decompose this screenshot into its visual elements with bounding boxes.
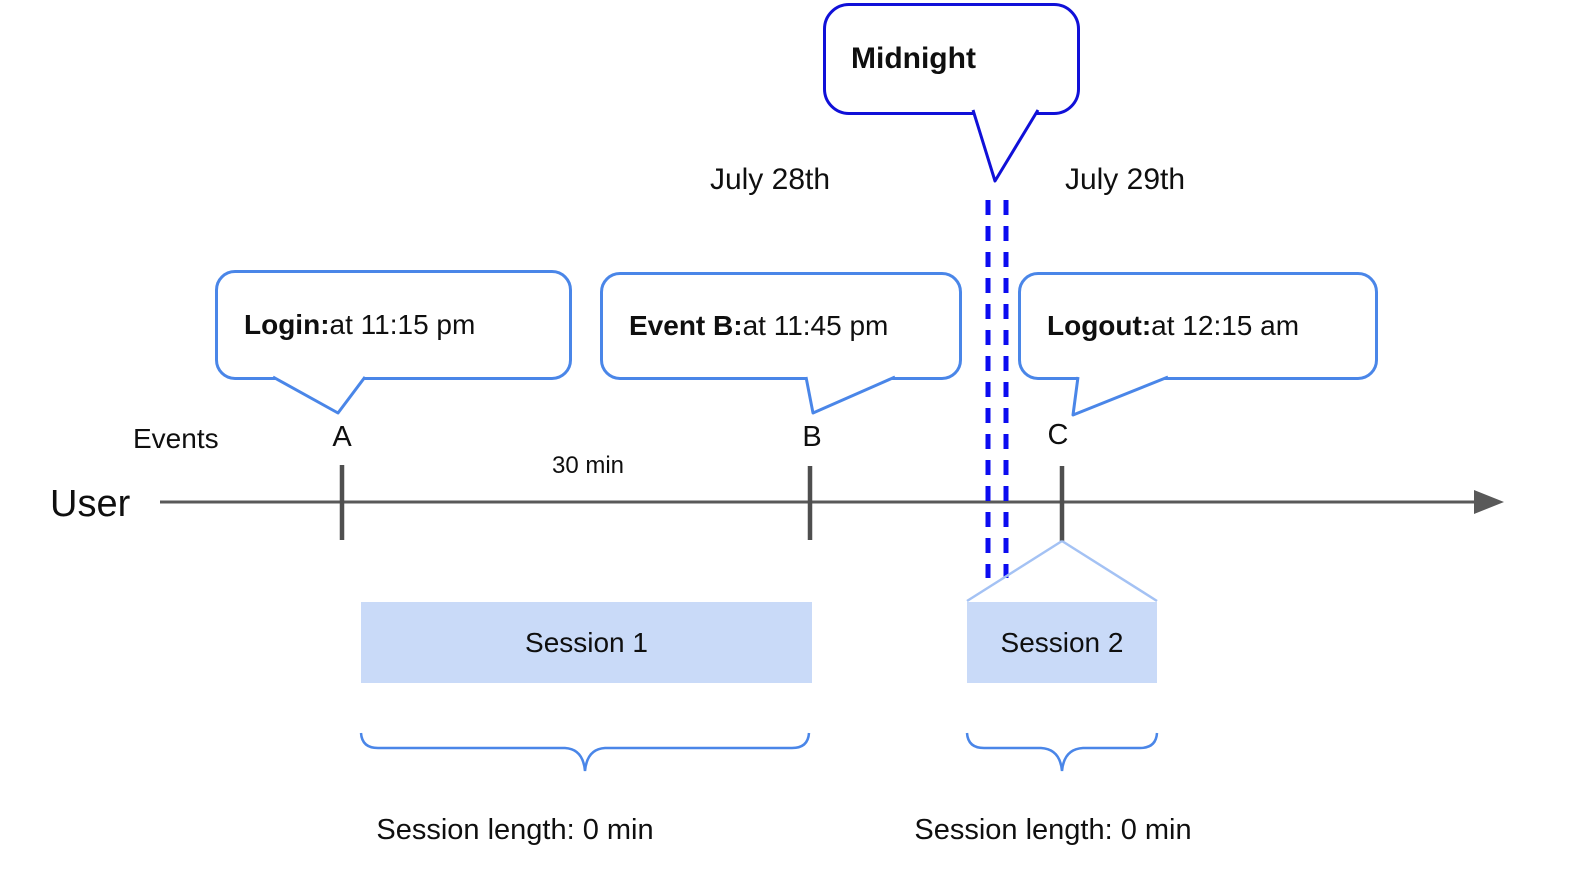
session-2-length-label: Session length: 0 min xyxy=(914,814,1192,846)
session-1-bar: Session 1 xyxy=(361,602,812,683)
callout-logout-tail xyxy=(1071,375,1169,417)
callout-logout: Logout: at 12:15 am xyxy=(1018,272,1378,380)
midnight-callout-tail xyxy=(971,109,1040,183)
callout-event-b-title: Event B: xyxy=(629,310,743,341)
events-axis-label: Events xyxy=(133,423,219,454)
callout-logout-time: at 12:15 am xyxy=(1151,310,1300,341)
session-2-roof-line-left xyxy=(966,539,1063,603)
date-label-july-29: July 29th xyxy=(1064,163,1186,196)
session-2-roof-line-right xyxy=(1061,539,1158,603)
session-2-bar: Session 2 xyxy=(967,602,1157,683)
callout-event-b: Event B: at 11:45 pm xyxy=(600,272,962,380)
callout-event-b-time: at 11:45 pm xyxy=(742,310,889,341)
date-label-july-28: July 28th xyxy=(709,163,831,196)
session-2-label: Session 2 xyxy=(1000,626,1124,658)
session-1-label: Session 1 xyxy=(525,626,648,658)
session-1-brace xyxy=(359,732,811,772)
callout-event-b-tail xyxy=(804,375,896,415)
user-axis-label: User xyxy=(50,483,131,525)
callout-login: Login: at 11:15 pm xyxy=(215,270,572,380)
midnight-label: Midnight xyxy=(851,42,976,75)
session-1-length-label: Session length: 0 min xyxy=(376,814,654,846)
marker-b: B xyxy=(802,421,822,453)
interval-label-30min: 30 min xyxy=(551,452,625,479)
marker-c: C xyxy=(1047,419,1069,451)
callout-login-title: Login: xyxy=(244,309,330,340)
callout-login-tail xyxy=(272,375,367,415)
midnight-callout: Midnight xyxy=(823,3,1080,115)
callout-login-time: at 11:15 pm xyxy=(329,309,476,340)
session-2-brace xyxy=(965,732,1159,772)
timeline-arrowhead-icon xyxy=(1474,490,1504,514)
callout-logout-title: Logout: xyxy=(1047,310,1152,341)
marker-a: A xyxy=(332,421,352,453)
